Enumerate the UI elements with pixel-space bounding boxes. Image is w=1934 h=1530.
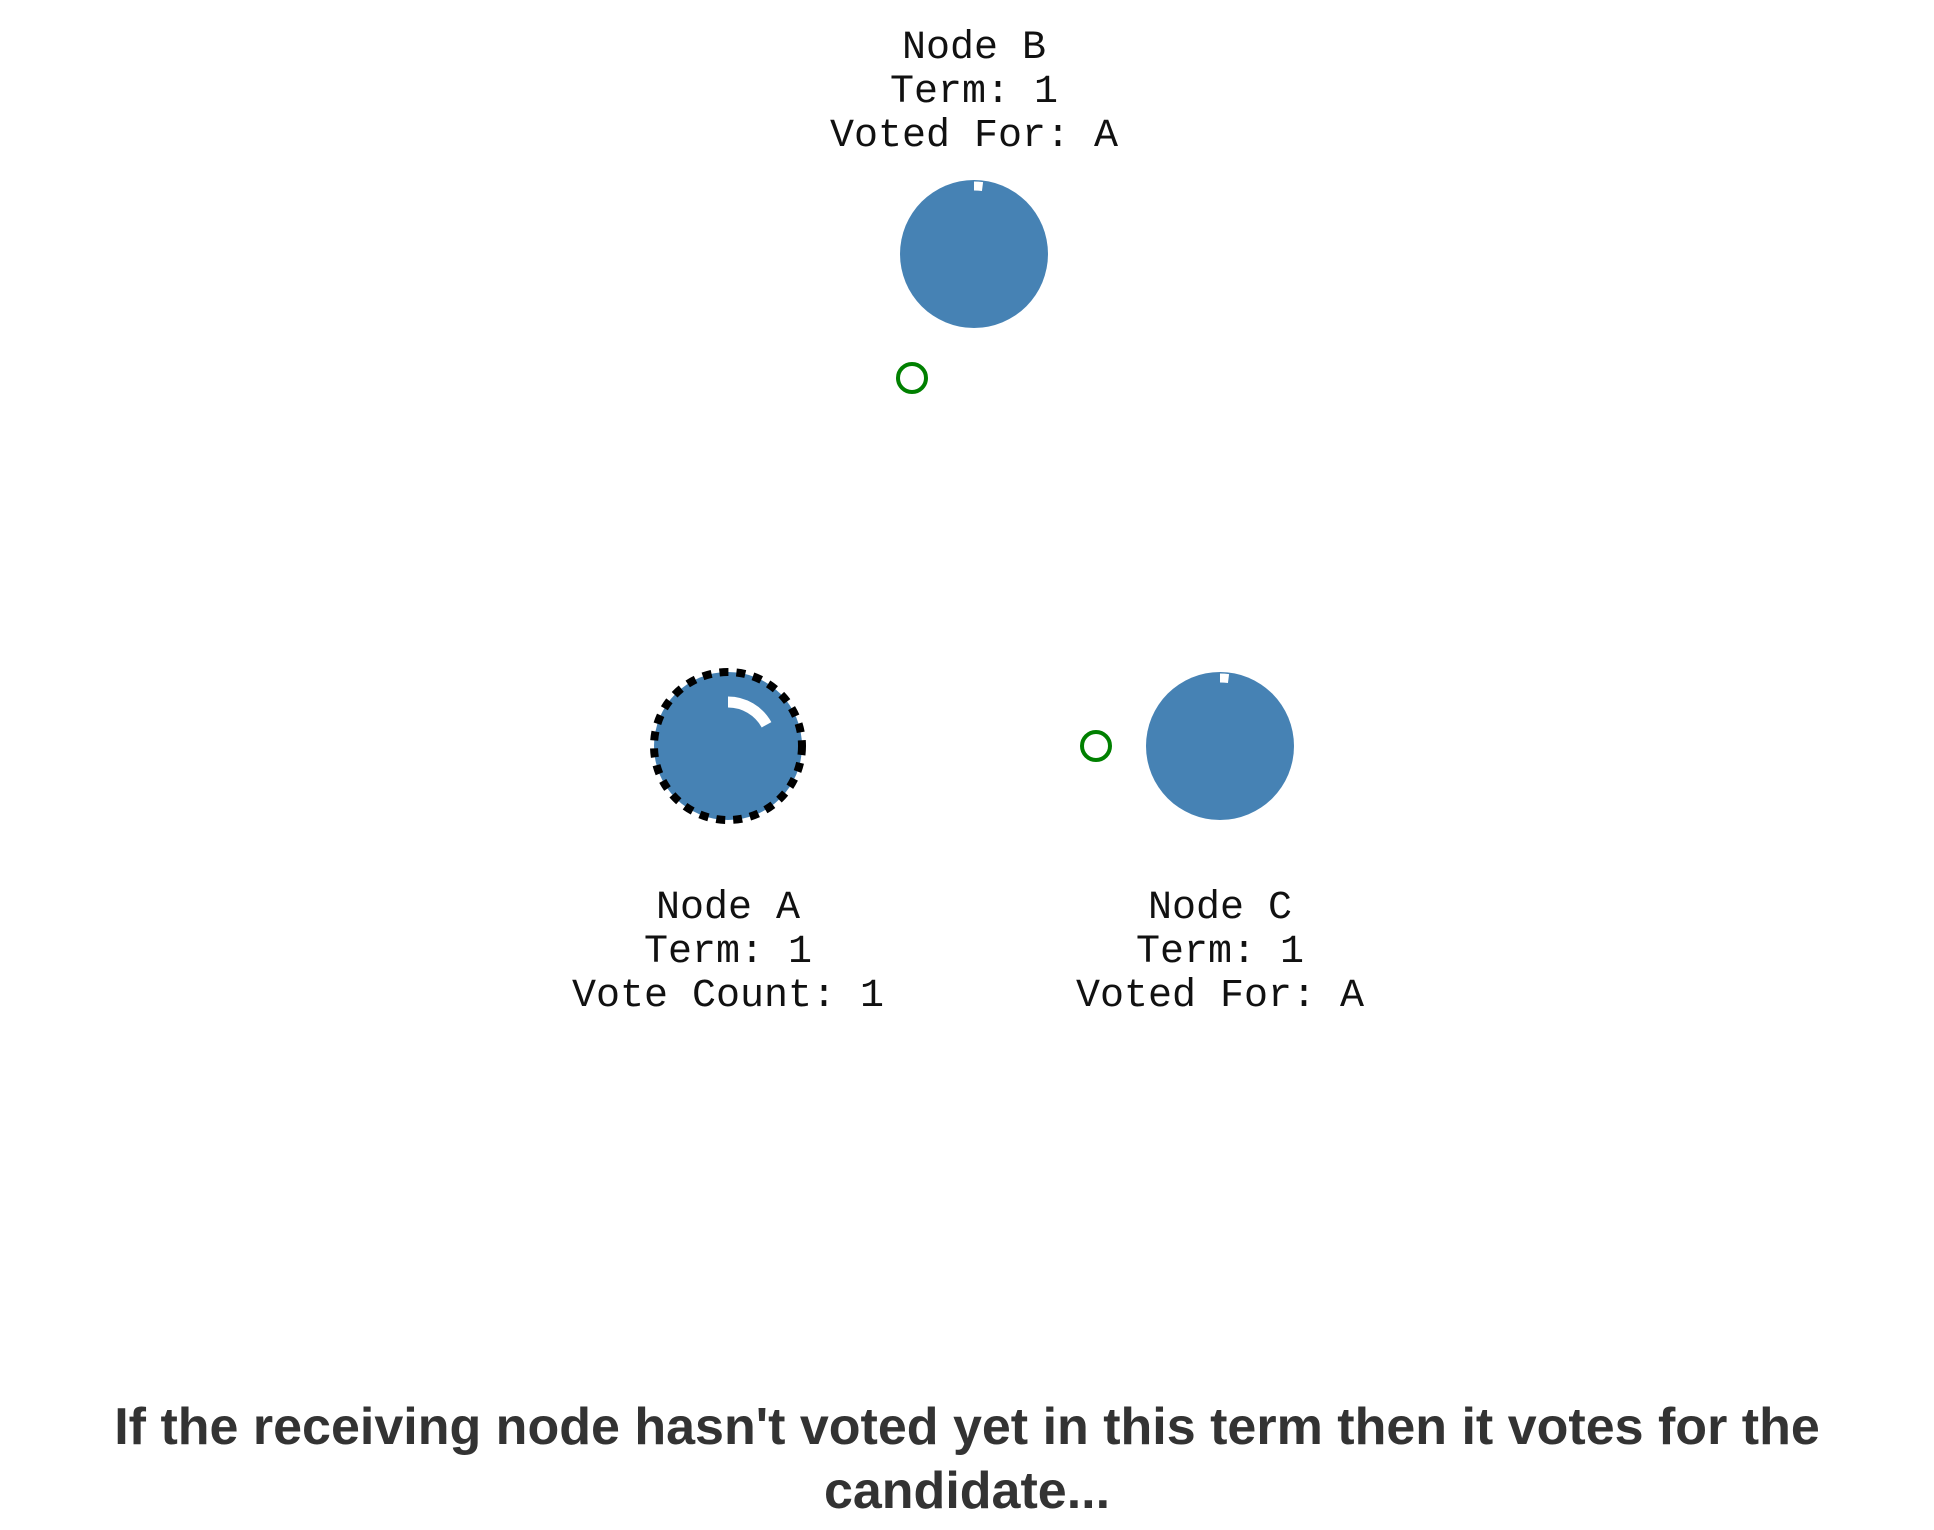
node-a-circle[interactable] (654, 672, 802, 820)
node-a-name: Node A (656, 886, 800, 931)
node-b-name: Node B (902, 26, 1046, 71)
node-c-name: Node C (1148, 886, 1292, 931)
node-c[interactable]: Node C Term: 1 Voted For: A (1076, 672, 1364, 1019)
node-a-election-timer-arc (727, 696, 772, 728)
node-a-term: Term: 1 (644, 930, 812, 975)
node-b-election-timer-arc (973, 181, 984, 192)
cluster-diagram: Node B Term: 1 Voted For: A Node A Term:… (572, 26, 1364, 1019)
caption-line-2: candidate... (823, 1462, 1111, 1520)
node-b-circle[interactable] (900, 180, 1048, 328)
node-c-term: Term: 1 (1136, 930, 1304, 975)
node-b-voted-for: Voted For: A (830, 114, 1118, 159)
candidate-dashed-ring (650, 668, 806, 824)
node-a-vote-count: Vote Count: 1 (572, 974, 884, 1019)
step-caption: If the receiving node hasn't voted yet i… (0, 1395, 1934, 1523)
node-b[interactable]: Node B Term: 1 Voted For: A (830, 26, 1118, 328)
node-a[interactable]: Node A Term: 1 Vote Count: 1 (572, 668, 884, 1019)
vote-message-from-c (1080, 730, 1112, 762)
node-c-voted-for: Voted For: A (1076, 974, 1364, 1019)
node-c-circle[interactable] (1146, 672, 1294, 820)
caption-line-1: If the receiving node hasn't voted yet i… (114, 1398, 1820, 1456)
vote-message-from-b (896, 362, 928, 394)
node-c-election-timer-arc (1219, 673, 1230, 684)
node-b-term: Term: 1 (890, 70, 1058, 115)
